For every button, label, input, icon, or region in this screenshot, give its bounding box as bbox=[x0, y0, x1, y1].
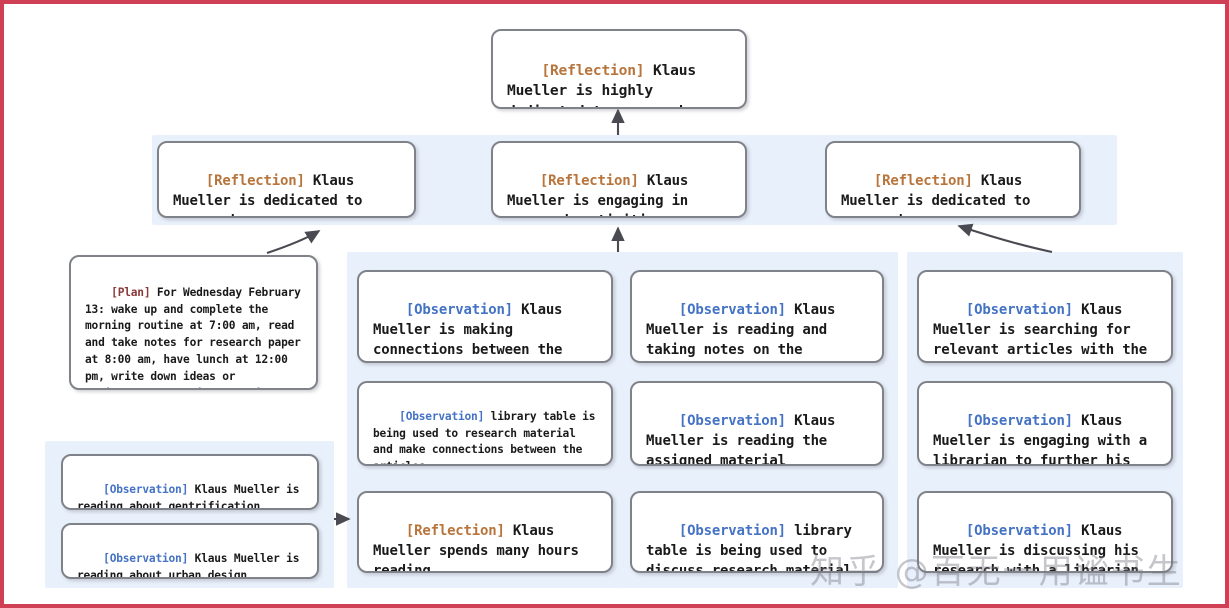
node-reflection-left[interactable]: [Reflection] Klaus Mueller is dedicated … bbox=[157, 141, 416, 218]
node-left-observation-2-text: Klaus Mueller is reading about urban des… bbox=[77, 551, 306, 579]
tag-plan: [Plan] bbox=[111, 285, 151, 299]
node-col-b-2-text: Klaus Mueller is reading the assigned ma… bbox=[646, 412, 844, 466]
node-plan-text: For Wednesday February 13: wake up and c… bbox=[85, 285, 301, 388]
tag-reflection: [Reflection] bbox=[539, 172, 639, 189]
node-col-a-3-text: Klaus Mueller spends many hours reading bbox=[373, 522, 587, 573]
node-reflection-right-text: Klaus Mueller is dedicated to research bbox=[841, 172, 1031, 216]
node-col-c-1[interactable]: [Observation] Klaus Mueller is searching… bbox=[917, 270, 1173, 363]
tag-reflection: [Reflection] bbox=[205, 172, 305, 189]
node-reflection-right[interactable]: [Reflection] Klaus Mueller is dedicated … bbox=[825, 141, 1081, 218]
node-reflection-middle-text: Klaus Mueller is engaging in research ac… bbox=[507, 172, 689, 216]
tag-observation: [Observation] bbox=[399, 409, 485, 423]
node-col-b-2[interactable]: [Observation] Klaus Mueller is reading t… bbox=[630, 381, 884, 466]
tag-observation: [Observation] bbox=[405, 301, 513, 318]
node-col-a-2[interactable]: [Observation] library table is being use… bbox=[357, 381, 613, 466]
node-col-c-3[interactable]: [Observation] Klaus Mueller is discussin… bbox=[917, 491, 1173, 573]
node-col-c-2[interactable]: [Observation] Klaus Mueller is engaging … bbox=[917, 381, 1173, 466]
tag-reflection: [Reflection] bbox=[405, 522, 505, 539]
node-col-c-2-text: Klaus Mueller is engaging with a librari… bbox=[933, 412, 1147, 466]
node-col-a-2-text: library table is being used to research … bbox=[373, 409, 596, 464]
node-col-b-3[interactable]: [Observation] library table is being use… bbox=[630, 491, 884, 573]
node-reflection-middle[interactable]: [Reflection] Klaus Mueller is engaging i… bbox=[491, 141, 747, 218]
node-col-b-3-text: library table is being used to discuss r… bbox=[646, 522, 860, 573]
node-col-b-1-text: Klaus Mueller is reading and taking note… bbox=[646, 301, 836, 358]
node-root-reflection[interactable]: [Reflection] Klaus Mueller is highly ded… bbox=[491, 29, 747, 109]
tag-observation: [Observation] bbox=[965, 412, 1073, 429]
tag-observation: [Observation] bbox=[965, 522, 1073, 539]
node-col-a-3[interactable]: [Reflection] Klaus Mueller spends many h… bbox=[357, 491, 613, 573]
node-plan[interactable]: [Plan] For Wednesday February 13: wake u… bbox=[69, 255, 318, 390]
node-col-b-1[interactable]: [Observation] Klaus Mueller is reading a… bbox=[630, 270, 884, 363]
tag-observation: [Observation] bbox=[678, 412, 786, 429]
node-reflection-left-text: Klaus Mueller is dedicated to research bbox=[173, 172, 363, 216]
node-left-observation-1-text: Klaus Mueller is reading about gentrific… bbox=[77, 482, 306, 510]
tag-observation: [Observation] bbox=[103, 551, 189, 565]
node-col-a-1[interactable]: [Observation] Klaus Mueller is making co… bbox=[357, 270, 613, 363]
tag-reflection: [Reflection] bbox=[541, 61, 645, 79]
tag-observation: [Observation] bbox=[103, 482, 189, 496]
tag-observation: [Observation] bbox=[965, 301, 1073, 318]
node-col-c-1-text: Klaus Mueller is searching for relevant … bbox=[933, 301, 1147, 358]
tag-observation: [Observation] bbox=[678, 301, 786, 318]
node-col-a-1-text: Klaus Mueller is making connections betw… bbox=[373, 301, 563, 358]
node-col-c-3-text: Klaus Mueller is discussing his research… bbox=[933, 522, 1147, 573]
node-left-observation-2[interactable]: [Observation] Klaus Mueller is reading a… bbox=[61, 523, 319, 579]
node-root-reflection-text: Klaus Mueller is highly dedicated to res… bbox=[507, 61, 696, 107]
tag-observation: [Observation] bbox=[678, 522, 786, 539]
node-left-observation-1[interactable]: [Observation] Klaus Mueller is reading a… bbox=[61, 454, 319, 510]
tag-reflection: [Reflection] bbox=[873, 172, 973, 189]
